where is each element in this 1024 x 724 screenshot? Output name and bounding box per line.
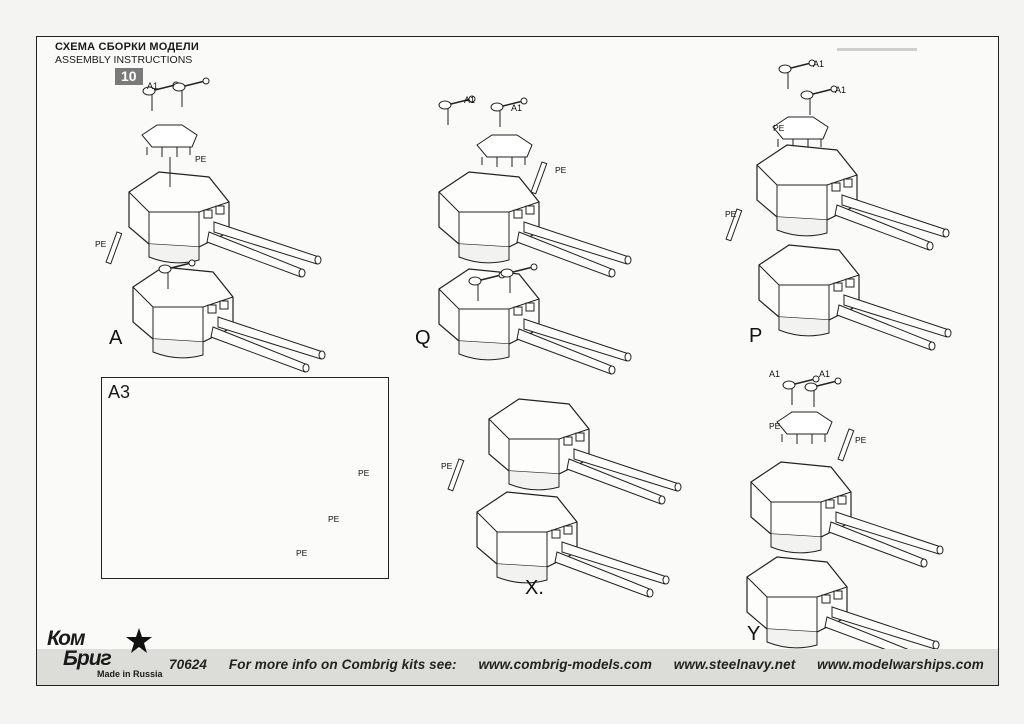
- label-pe: PE: [773, 123, 785, 133]
- label-a1: A1: [813, 59, 825, 69]
- label-pe: PE: [195, 154, 207, 164]
- link-modelwarships[interactable]: www.modelwarships.com: [817, 657, 984, 672]
- turret-y-top: [750, 461, 944, 568]
- turret-p-bottom: [758, 244, 952, 351]
- link-steelnavy[interactable]: www.steelnavy.net: [673, 657, 796, 672]
- label-pe: PE: [328, 514, 340, 524]
- label-pe: PE: [441, 461, 453, 471]
- ladder-a: [105, 231, 123, 265]
- turret-p-top: [756, 144, 950, 251]
- view-label-a: A: [109, 327, 123, 349]
- turret-y-bottom: [746, 556, 940, 663]
- label-a1: A1: [147, 81, 159, 91]
- rangefinder-a1-right: [172, 77, 210, 108]
- turret-q-bottom: [438, 268, 632, 375]
- title-english: ASSEMBLY INSTRUCTIONS: [55, 54, 193, 66]
- link-combrig[interactable]: www.combrig-models.com: [478, 657, 652, 672]
- made-in-russia: Made in Russia: [97, 669, 163, 679]
- footer-info: For more info on Combrig kits see:: [228, 657, 457, 672]
- label-pe: PE: [358, 468, 370, 478]
- label-a1: A1: [819, 369, 831, 379]
- turret-drawings: [105, 59, 952, 663]
- label-pe: PE: [95, 239, 107, 249]
- label-pe: PE: [769, 421, 781, 431]
- turret-a-top: [128, 171, 322, 278]
- label-pe: PE: [555, 165, 567, 175]
- label-pe: PE: [296, 548, 308, 558]
- logo-line2: Бриг: [63, 647, 112, 670]
- instruction-sheet: СХЕМА СБОРКИ МОДЕЛИ ASSEMBLY INSTRUCTION…: [36, 36, 999, 686]
- turret-x-top: [488, 398, 682, 505]
- label-a1: A1: [511, 103, 523, 113]
- footer-bar: 70624 For more info on Combrig kits see:…: [37, 649, 998, 685]
- label-a1: A1: [835, 85, 847, 95]
- ghost-text: ▬▬▬▬▬▬▬▬: [837, 43, 917, 54]
- view-label-x: X.: [525, 577, 544, 599]
- step-badge: 10: [115, 68, 143, 85]
- platform-y: [776, 411, 833, 445]
- platform-a: [141, 124, 198, 158]
- view-label-y: Y: [747, 623, 761, 645]
- view-label-q: Q: [415, 327, 431, 349]
- combrig-logo: Ком Бриг Made in Russia: [45, 627, 163, 683]
- header: СХЕМА СБОРКИ МОДЕЛИ ASSEMBLY INSTRUCTION…: [55, 39, 199, 86]
- label-a1: A1: [769, 369, 781, 379]
- label-pe: PE: [725, 209, 737, 219]
- view-label-p: P: [749, 325, 763, 347]
- detail-box-a3: A3 PE PE PE: [101, 377, 389, 579]
- turret-x-bottom: [476, 491, 670, 598]
- title-russian: СХЕМА СБОРКИ МОДЕЛИ: [55, 41, 199, 53]
- star-icon: [126, 628, 152, 653]
- detail-title-a3: A3: [108, 382, 131, 402]
- platform-p: [772, 116, 829, 150]
- logo-line1: Ком: [47, 627, 85, 650]
- footer-text: 70624 For more info on Combrig kits see:…: [169, 657, 1002, 672]
- platform-q: [476, 134, 533, 168]
- label-pe: PE: [855, 435, 867, 445]
- turret-a-bottom: [132, 266, 326, 373]
- label-a1: A1: [464, 95, 476, 105]
- kit-code: 70624: [169, 657, 208, 672]
